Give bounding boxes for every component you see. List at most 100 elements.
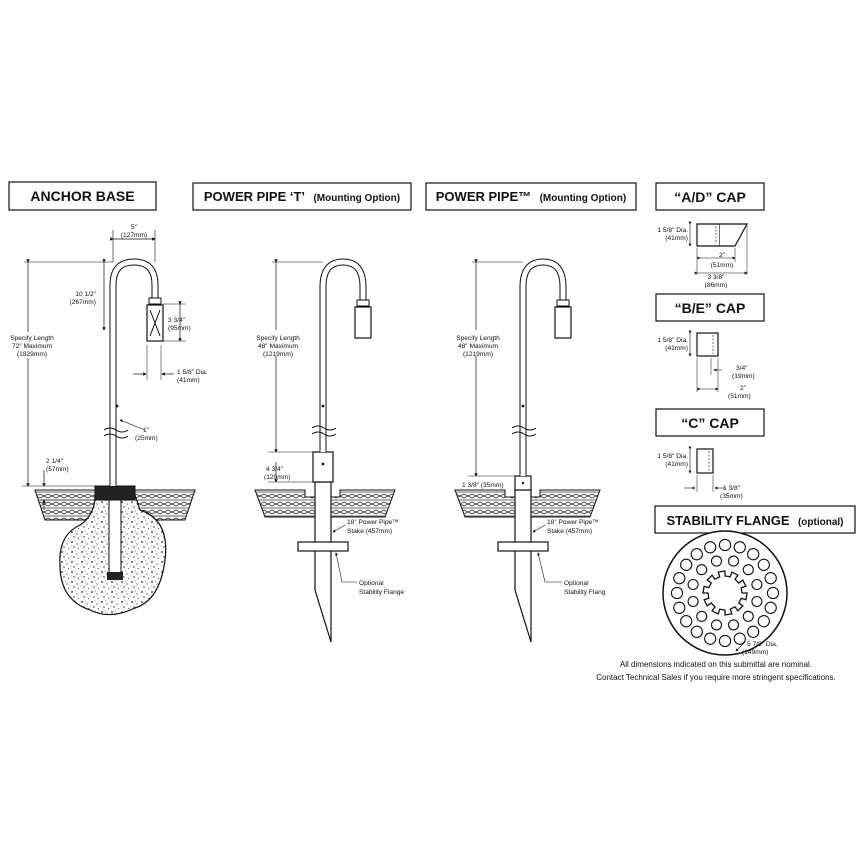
c-cap-shape	[696, 448, 714, 474]
power-pipe-panel: POWER PIPE™ (Mounting Option) Specify Le…	[425, 182, 637, 643]
flange-hole	[733, 632, 746, 645]
stability-flange-title: STABILITY FLANGE (optional)	[666, 512, 843, 529]
flange-hole	[742, 564, 754, 576]
anchor-width-dim: 5"	[131, 224, 138, 231]
flange-hole	[764, 601, 777, 614]
pp-stake-label-mm: Stake (457mm)	[547, 528, 592, 535]
flange-hole	[690, 548, 703, 561]
c-dim-a-mm: (35mm)	[720, 493, 743, 500]
anchor-base-dim: 2 1/4"	[46, 458, 64, 465]
pp-length-mm: (1219mm)	[463, 351, 493, 358]
riser-pipe	[110, 259, 158, 486]
flange-hole	[718, 538, 732, 552]
anchor-dia-dim: 1 5/8" Dia.	[177, 369, 208, 376]
ad-cap-panel: “A/D” CAP 1 5/8" Dia. (41mm) 2" (51mm) 3…	[655, 182, 765, 289]
pp-flange-label-2: Stability Flang	[564, 589, 606, 596]
be-dim-b-mm: (51mm)	[728, 393, 751, 400]
anchor-pipe-dim-mm: (25mm)	[135, 435, 158, 442]
anchor-base-title: ANCHOR BASE	[30, 188, 134, 204]
t-stake-label-mm: Stake (457mm)	[347, 528, 392, 535]
be-cap-title-box	[655, 293, 765, 322]
anchor-base-title-box	[8, 181, 157, 211]
flange-hole	[687, 578, 699, 591]
flange-hole	[747, 548, 760, 561]
be-dim-a-mm: (19mm)	[732, 373, 755, 380]
be-dim-b: 2"	[740, 385, 747, 392]
pp-length-dim: Specify Length	[456, 335, 500, 342]
ad-cap-shape	[720, 223, 749, 247]
stability-flange-side	[497, 541, 549, 552]
anchor-length-dim: Specify Length	[10, 335, 54, 342]
anchor-base-panel: ANCHOR BASE 5" (127mm) 10 1/2" (267mm)	[4, 181, 208, 616]
anchor-foot	[107, 572, 123, 580]
flange-dia-dim-mm: (149mm)	[742, 649, 768, 656]
flange-hole	[670, 586, 684, 600]
anchor-head-dim-mm: (95mm)	[168, 325, 191, 332]
stability-flange-side	[297, 541, 349, 552]
flange-hole	[747, 625, 760, 638]
ad-dia-dim-mm: (41mm)	[665, 235, 688, 242]
pp-length-max: 48" Maximum	[458, 343, 499, 350]
c-dia-dim-mm: (41mm)	[665, 461, 688, 468]
anchor-width-dim-mm: (127mm)	[121, 232, 147, 239]
power-pipe-t-panel: POWER PIPE ‘T’ (Mounting Option) Specify…	[192, 182, 412, 643]
flange-hole	[718, 634, 732, 648]
anchor-pipe-dim: 1"	[143, 427, 150, 434]
anchor-length-mm: (1829mm)	[17, 351, 47, 358]
t-stake-label: 18" Power Pipe™	[347, 519, 399, 526]
be-cap-title: “B/E” CAP	[675, 300, 746, 316]
flange-hole	[680, 558, 693, 571]
power-pipe-title: POWER PIPE™ (Mounting Option)	[436, 188, 626, 205]
pp-stake-label: 18" Power Pipe™	[547, 519, 599, 526]
anchor-base-collar	[94, 485, 136, 501]
ad-cap-title: “A/D” CAP	[674, 189, 746, 205]
ad-cap-title-box	[655, 182, 765, 211]
ad-dim-b-mm: (86mm)	[705, 282, 728, 289]
flange-hole	[710, 555, 723, 567]
fixture-head	[554, 306, 572, 339]
flange-hole	[727, 555, 740, 567]
flange-dia-dim: 5 7/8" Dia.	[747, 641, 778, 648]
flange-hole	[733, 541, 746, 554]
t-length-dim: Specify Length	[256, 335, 300, 342]
ad-dim-a: 2"	[719, 252, 726, 259]
footnote-line-2: Contact Technical Sales if you require m…	[596, 673, 836, 682]
riser-pipe	[320, 259, 366, 452]
flange-hole	[704, 632, 717, 645]
be-cap-panel: “B/E” CAP 1 5/8" Dia. (41mm) 3/4" (19mm)…	[655, 293, 765, 400]
riser-pipe	[520, 259, 566, 476]
flange-holes	[670, 538, 780, 648]
power-pipe-t-title: POWER PIPE ‘T’ (Mounting Option)	[204, 188, 400, 205]
ad-dim-b: 3 3/8"	[707, 274, 725, 281]
be-cap-shape	[696, 332, 719, 357]
flange-hole	[757, 558, 770, 571]
flange-hole	[757, 615, 770, 628]
flange-hole	[704, 541, 717, 554]
flange-hole	[673, 601, 686, 614]
stability-flange-title-box	[654, 505, 856, 534]
be-dim-a: 3/4"	[736, 365, 748, 372]
flange-hole	[696, 610, 708, 622]
anchor-rise-dim: 10 1/2"	[75, 291, 96, 298]
flange-hole	[751, 578, 763, 591]
flange-hole	[742, 610, 754, 622]
c-cap-title: “C” CAP	[681, 415, 739, 431]
flange-hole	[764, 572, 777, 585]
t-flange-label: Optional	[359, 580, 384, 587]
anchor-dia-dim-mm: (41mm)	[177, 377, 200, 384]
power-pipe-stake	[514, 489, 532, 643]
power-pipe-t-title-box	[192, 182, 412, 211]
t-length-mm: (1219mm)	[263, 351, 293, 358]
t-coupler	[312, 451, 334, 483]
t-length-max: 48" Maximum	[258, 343, 299, 350]
footnote-line-1: All dimensions indicated on this submitt…	[620, 660, 812, 669]
flange-hole	[710, 619, 723, 631]
fixture-head	[354, 306, 372, 339]
flange-hole	[690, 625, 703, 638]
be-dia-dim-mm: (41mm)	[665, 345, 688, 352]
t-flange-label-2: Stability Flange	[359, 589, 404, 596]
stability-flange-panel: STABILITY FLANGE (optional) 5 7/8" Dia. …	[654, 505, 856, 656]
pp-coupler-dim: 1 3/8" (35mm)	[462, 482, 504, 489]
anchor-base-dim-mm: (57mm)	[46, 466, 69, 473]
